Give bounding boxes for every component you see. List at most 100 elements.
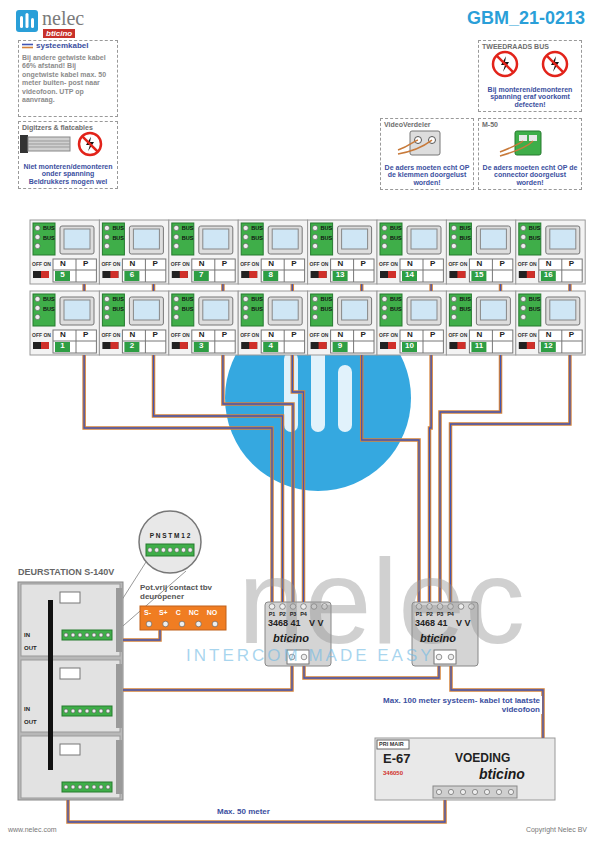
system-cable	[291, 284, 295, 291]
port-label: OUT	[24, 719, 37, 726]
device-title: Pot.vrij contact tbv deuropener	[140, 584, 250, 602]
videophone	[99, 220, 168, 284]
terminal-label: BUS	[112, 225, 124, 231]
switch-label: OFF ON	[448, 262, 467, 268]
article-number: 346050	[383, 770, 403, 777]
brand-logo: bticino	[43, 29, 75, 38]
videophone: BUSBUSOFF ONNP9	[308, 291, 377, 355]
edge-label: Max. 100 meter systeem- kabel tot laatst…	[378, 696, 542, 714]
switch-label: OFF ON	[101, 333, 120, 339]
unit-number: 11	[471, 342, 486, 351]
cable-core	[569, 284, 570, 291]
magnifier-outline	[138, 510, 202, 574]
videophone	[30, 220, 99, 284]
videophone: BUSBUSOFF ONNP1	[30, 291, 99, 355]
system-cable	[568, 284, 572, 291]
port-label: P4	[446, 611, 456, 617]
terminal-label: BUS	[390, 235, 402, 241]
column-label: P	[222, 331, 227, 340]
port-label: P3	[288, 611, 298, 617]
column-label: N	[546, 331, 552, 340]
terminal-label: BUS	[459, 306, 471, 312]
column-label: P	[569, 331, 574, 340]
videophone: BUSBUSOFF ONNP16	[516, 220, 585, 284]
type-number: V V	[456, 619, 471, 629]
unit-number: 6	[124, 271, 139, 280]
videophone: BUSBUSOFF ONNP13	[308, 220, 377, 284]
column-label: P	[499, 260, 504, 269]
terminal-label: BUS	[43, 296, 55, 302]
unit-number: 13	[333, 271, 348, 280]
cable	[84, 284, 85, 291]
videophone	[308, 220, 377, 284]
switch-label: OFF ON	[171, 333, 190, 339]
unit-number: 9	[333, 342, 348, 351]
videophone: BUSBUSOFF ONNP3	[169, 291, 238, 355]
cable-core	[123, 666, 292, 690]
terminal-detail: P N S T M 1 2	[138, 510, 202, 574]
type-number: 3468 41	[268, 619, 301, 629]
relay-contact	[140, 606, 226, 630]
power-supply: PRI MAIRE-67VOEDING346050bticino	[375, 738, 555, 800]
terminal-label: BUS	[529, 225, 541, 231]
videophone: BUSBUSOFF ONNP10	[377, 291, 446, 355]
unit-number: 2	[124, 342, 139, 351]
terminal-label: BUS	[321, 225, 333, 231]
column-label: N	[338, 260, 344, 269]
switch-label: OFF ON	[518, 333, 537, 339]
edge-label: Max. 50 meter	[215, 807, 272, 816]
videophone	[169, 291, 238, 355]
videophone: BUSBUSOFF ONNP12	[516, 291, 585, 355]
system-cable	[429, 284, 433, 291]
videophone: BUSBUSOFF ONNP6	[99, 220, 168, 284]
cable-core	[361, 284, 362, 291]
cable-core	[153, 284, 154, 291]
terminal-label: BUS	[43, 225, 55, 231]
videophone	[30, 291, 99, 355]
port-label: P1	[414, 611, 424, 617]
system-cable	[68, 800, 445, 822]
unit-number: 12	[541, 342, 556, 351]
terminal-label: BUS	[251, 296, 263, 302]
videophone	[308, 291, 377, 355]
relay-contact: Pot.vrij contact tbv deuropenerS- S+ C N…	[140, 606, 226, 630]
switch-label: OFF ON	[101, 262, 120, 268]
cable	[569, 284, 570, 291]
terminal-label: BUS	[529, 235, 541, 241]
column-label: N	[476, 331, 482, 340]
system-cable	[360, 284, 364, 291]
terminal-label: BUS	[321, 306, 333, 312]
videophone	[99, 291, 168, 355]
prohibition-icon	[493, 52, 517, 76]
copyright: Copyright Nelec BV	[480, 826, 587, 834]
videophone	[446, 220, 515, 284]
switch-label: OFF ON	[32, 333, 51, 339]
cable	[431, 284, 432, 291]
videophone	[516, 220, 585, 284]
column-label: N	[129, 331, 135, 340]
column-label: P	[291, 260, 296, 269]
switch-label: OFF ON	[310, 262, 329, 268]
port-label: P1	[267, 611, 277, 617]
videophone: BUSBUSOFF ONNP8	[238, 220, 307, 284]
terminal-label: S- S+ C NC NO	[144, 609, 217, 617]
videophone: BUSBUSOFF ONNP7	[169, 220, 238, 284]
warning-note: VideoVerdelerDe aders moeten echt OP de …	[380, 118, 474, 190]
terminal-label: BUS	[251, 235, 263, 241]
terminal-label: BUS	[459, 225, 471, 231]
switch-label: OFF ON	[240, 333, 259, 339]
column-label: N	[129, 260, 135, 269]
note-heading: Digitzers & flatcables	[22, 124, 93, 132]
column-label: N	[546, 260, 552, 269]
warning-note: Digitzers & flatcablesNiet monteren/demo…	[18, 121, 118, 189]
port-label: IN	[24, 706, 30, 713]
type-number: E-67	[383, 752, 410, 766]
note-heading: VideoVerdeler	[384, 121, 431, 129]
column-label: P	[430, 331, 435, 340]
switch-label: OFF ON	[310, 333, 329, 339]
system-cable	[221, 284, 225, 291]
port-label: OUT	[24, 645, 37, 652]
device-title: VOEDING	[455, 752, 510, 765]
column-label: N	[268, 331, 274, 340]
